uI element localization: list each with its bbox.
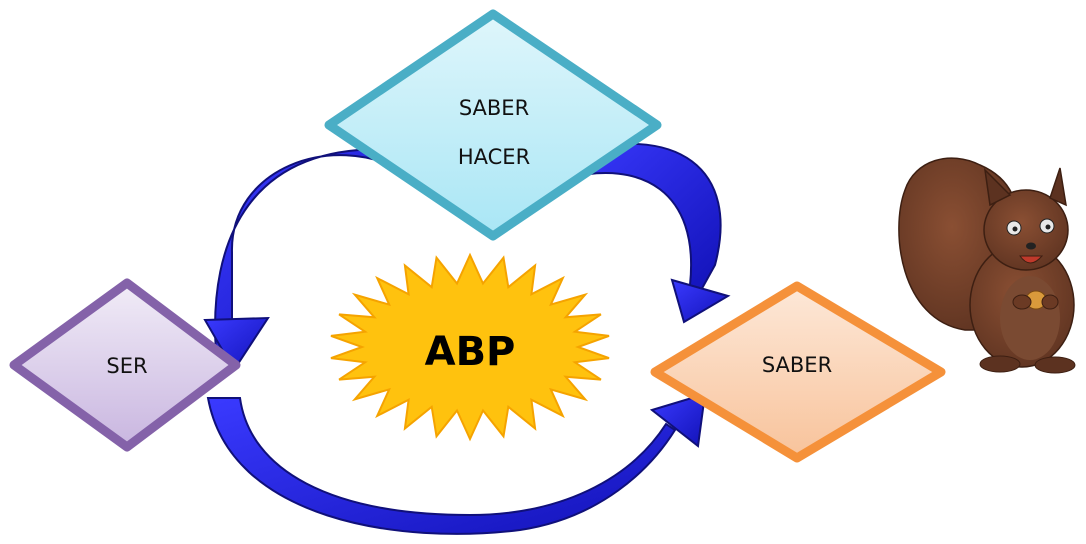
squirrel-belly	[1000, 276, 1060, 360]
ser-diamond	[9, 278, 241, 452]
center-label-abp: ABP	[425, 329, 516, 375]
squirrel-ear-right	[1049, 167, 1067, 207]
arrow-head-saber-top	[670, 278, 731, 324]
ser-label: SER	[106, 354, 147, 378]
saber-label: SABER	[762, 353, 832, 377]
saber-hacer-label-line1: SABER	[459, 96, 529, 120]
node-ser: SER	[9, 278, 241, 452]
squirrel-head	[983, 189, 1069, 271]
saber-hacer-diamond	[324, 9, 662, 241]
squirrel-icon	[898, 157, 1076, 374]
arrow-head-ser	[203, 316, 270, 372]
cycle-arrows	[203, 142, 731, 535]
center-starburst: ABP	[330, 252, 610, 442]
squirrel-ear-left	[983, 167, 1012, 207]
squirrel-paw-right	[1041, 294, 1059, 310]
squirrel-foot-right	[1034, 356, 1076, 374]
starburst-shape	[330, 252, 610, 442]
squirrel-mouth	[1019, 255, 1044, 264]
saber-hacer-label-line2: HACER	[458, 145, 530, 169]
saber-diamond	[650, 281, 946, 463]
arrow-head-saber-bottom	[649, 392, 707, 448]
node-saber-hacer: SABER HACER	[324, 9, 662, 241]
arrow-saber-hacer-to-saber	[558, 142, 722, 294]
node-saber: SABER	[650, 281, 946, 463]
squirrel-paw-left	[1012, 294, 1032, 310]
arrow-ser-to-saber	[206, 397, 677, 535]
squirrel-nose	[1026, 242, 1036, 250]
squirrel-foot-left	[979, 355, 1021, 373]
